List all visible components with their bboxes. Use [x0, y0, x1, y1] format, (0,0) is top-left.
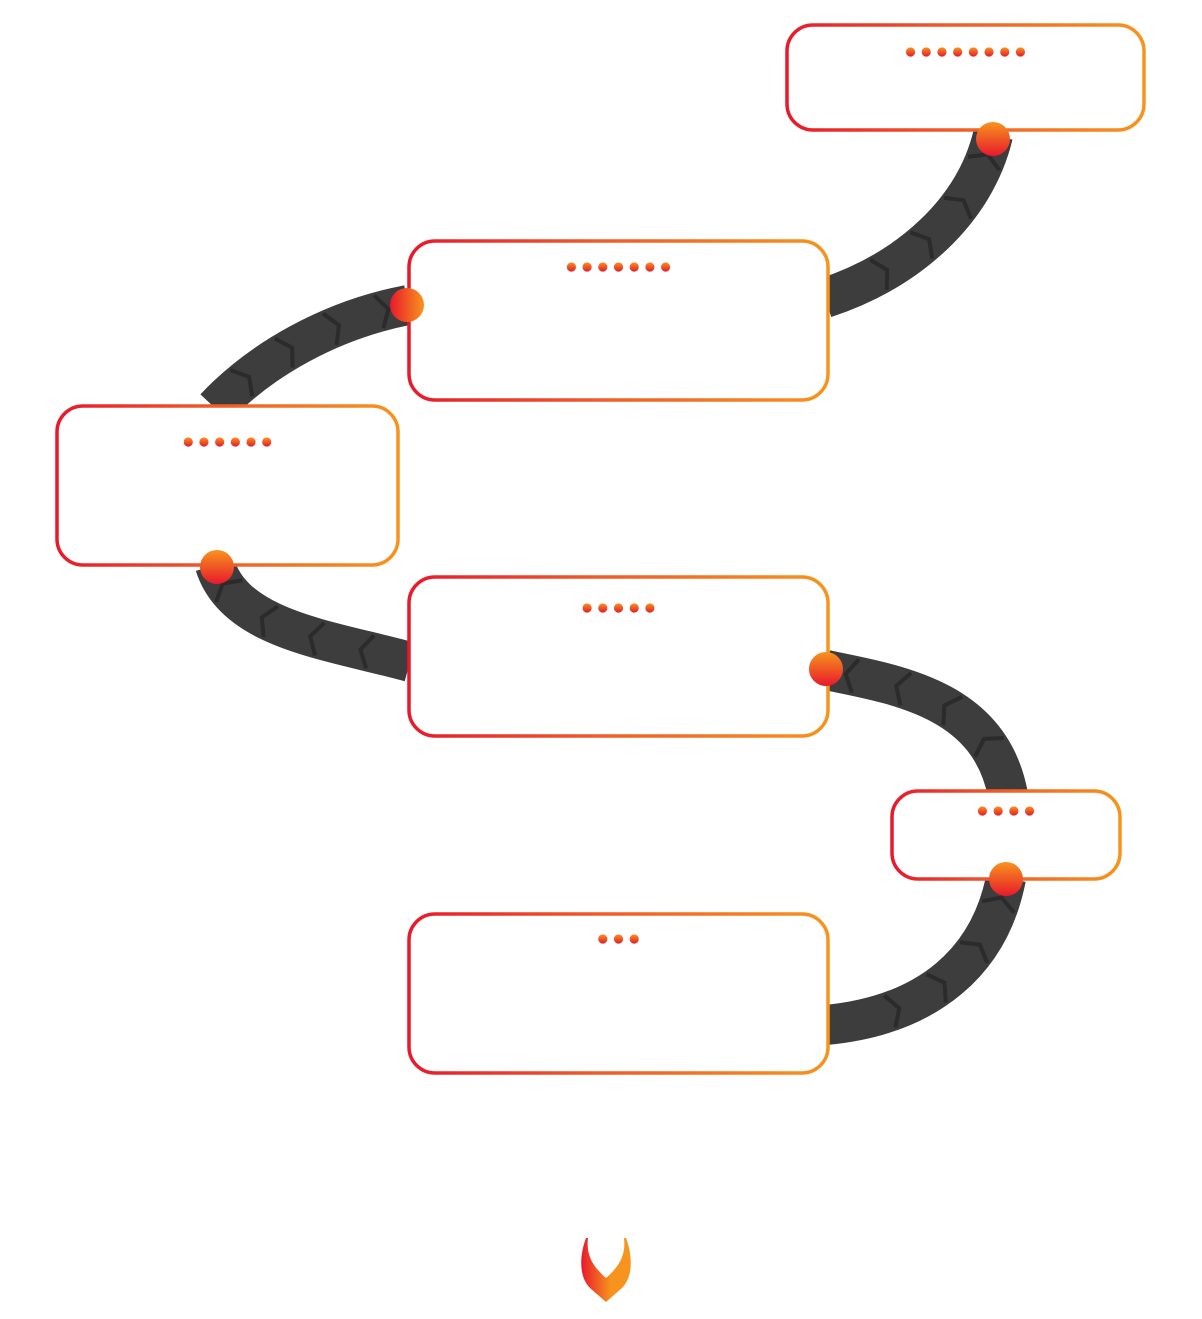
- title-dot: [1015, 47, 1026, 57]
- road-chevron: [943, 195, 973, 220]
- road-chevron: [882, 993, 902, 1028]
- step-title-redacted: [566, 262, 671, 272]
- title-dot: [598, 262, 608, 272]
- title-dot: [629, 934, 639, 944]
- road-chevron: [925, 972, 948, 1003]
- road-chevron: [273, 336, 295, 368]
- title-dot: [661, 262, 671, 272]
- title-dot: [582, 603, 592, 613]
- road-chevron: [321, 311, 342, 346]
- road-chevron: [893, 671, 913, 706]
- title-dot: [262, 437, 272, 447]
- title-dot: [921, 47, 931, 57]
- title-dot: [977, 806, 988, 816]
- title-dot: [582, 262, 592, 272]
- road-chevron: [214, 578, 243, 603]
- title-dot: [629, 603, 639, 613]
- title-dot: [1000, 47, 1010, 57]
- title-dot: [1024, 806, 1035, 816]
- title-dot: [566, 262, 577, 272]
- road-segment-2-3: [200, 285, 412, 422]
- title-dot: [598, 934, 608, 944]
- title-dot: [629, 262, 639, 272]
- road-chevron: [959, 940, 990, 964]
- title-dot: [645, 603, 655, 613]
- title-dot: [230, 437, 240, 447]
- node-step-3: [200, 550, 234, 584]
- step-title-redacted: [598, 934, 639, 944]
- step-title-redacted: [905, 47, 1026, 57]
- road-chevron: [941, 695, 963, 726]
- road-chevrons: [214, 152, 1016, 1028]
- step-boxes: [55, 23, 1146, 1075]
- node-step-4: [809, 652, 843, 686]
- step-title-redacted: [582, 603, 655, 613]
- title-dot: [937, 47, 947, 57]
- step-box-3: [55, 404, 400, 567]
- road-segment-1-2: [818, 129, 1013, 317]
- title-dot: [246, 437, 256, 447]
- road-segment-3-4: [195, 557, 416, 682]
- title-dot: [953, 47, 963, 57]
- step-title-redacted: [183, 437, 272, 447]
- step-title-redacted: [977, 806, 1035, 816]
- road-chevron: [981, 895, 1016, 914]
- road-chevron: [843, 658, 861, 694]
- title-dot: [1009, 806, 1019, 816]
- road-segment-4-5: [822, 650, 1028, 800]
- title-dot: [905, 47, 916, 57]
- road-chevron: [372, 294, 391, 329]
- connector-nodes: [200, 122, 1023, 896]
- road-chevron: [869, 258, 890, 290]
- step-box-6: [407, 912, 830, 1075]
- title-dot: [984, 47, 994, 57]
- title-dot: [183, 437, 193, 447]
- step-box-frame: [785, 23, 1146, 132]
- road-segments: [195, 129, 1028, 1045]
- step-box-frame: [407, 575, 830, 738]
- node-step-2: [390, 288, 424, 322]
- road-chevron: [973, 736, 1004, 758]
- step-box-frame: [55, 404, 400, 567]
- road-chevron: [307, 621, 326, 657]
- road-chevron: [909, 230, 935, 259]
- flame-v-logo-icon: [581, 1238, 631, 1302]
- step-box-frame: [407, 912, 830, 1075]
- road-chevron: [259, 604, 280, 638]
- title-dot: [215, 437, 225, 447]
- title-dot: [613, 262, 624, 272]
- title-dot: [613, 934, 624, 944]
- title-dot: [199, 437, 209, 447]
- title-dot: [613, 603, 624, 613]
- node-step-1: [976, 122, 1010, 156]
- step-box-4: [407, 575, 830, 738]
- node-step-5: [989, 862, 1023, 896]
- title-dot: [598, 603, 608, 613]
- title-dot: [968, 47, 978, 57]
- road-chevron: [358, 634, 376, 670]
- step-box-2: [407, 239, 830, 402]
- road-chevron: [229, 368, 255, 397]
- title-dot: [645, 262, 655, 272]
- road-segment-5-6: [823, 873, 1026, 1045]
- title-dot: [993, 806, 1003, 816]
- step-box-1: [785, 23, 1146, 132]
